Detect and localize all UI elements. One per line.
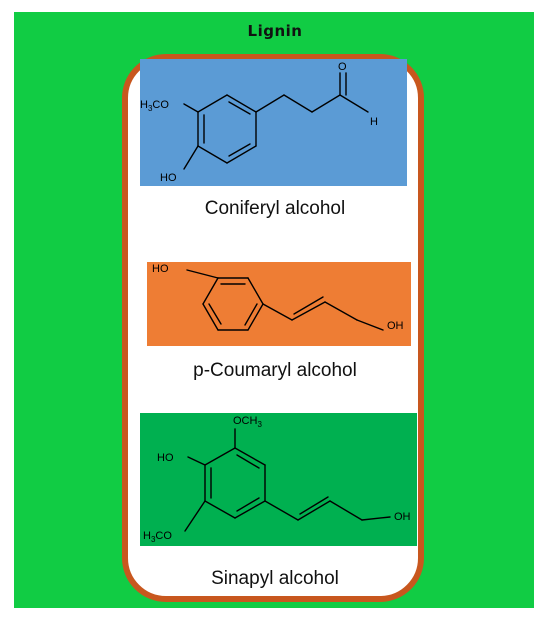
p-coumaryl-alcohol-structure: HO OH [152,263,404,332]
bottom-methoxy-label: H3CO [143,530,172,544]
ring-hydroxyl-label: HO [157,452,174,464]
top-methoxy-label: OCH3 [233,415,262,429]
coniferyl-alcohol-label: Coniferyl alcohol [204,198,346,219]
diagram-title: Lignin [247,22,303,40]
p-coumaryl-alcohol-panel: HO OH [147,262,411,346]
sinapyl-alcohol-label: Sinapyl alcohol [211,568,339,589]
chain-hydroxyl-label: OH [387,320,404,332]
ring-hydroxyl-label: HO [152,263,169,275]
methoxy-label: H3CO [140,99,169,113]
coniferyl-alcohol-panel: H3CO HO O H [140,59,407,186]
oxygen-label: O [338,61,347,73]
sinapyl-alcohol-panel: OCH3 HO H3CO OH [140,413,417,546]
coniferyl-alcohol-structure: H3CO HO O H [140,61,378,184]
hydroxyl-label: HO [160,172,177,184]
chain-hydroxyl-label: OH [394,511,411,523]
hydrogen-label: H [370,116,378,128]
p-coumaryl-alcohol-label: p-Coumaryl alcohol [193,360,357,381]
sinapyl-alcohol-structure: OCH3 HO H3CO OH [143,415,411,544]
